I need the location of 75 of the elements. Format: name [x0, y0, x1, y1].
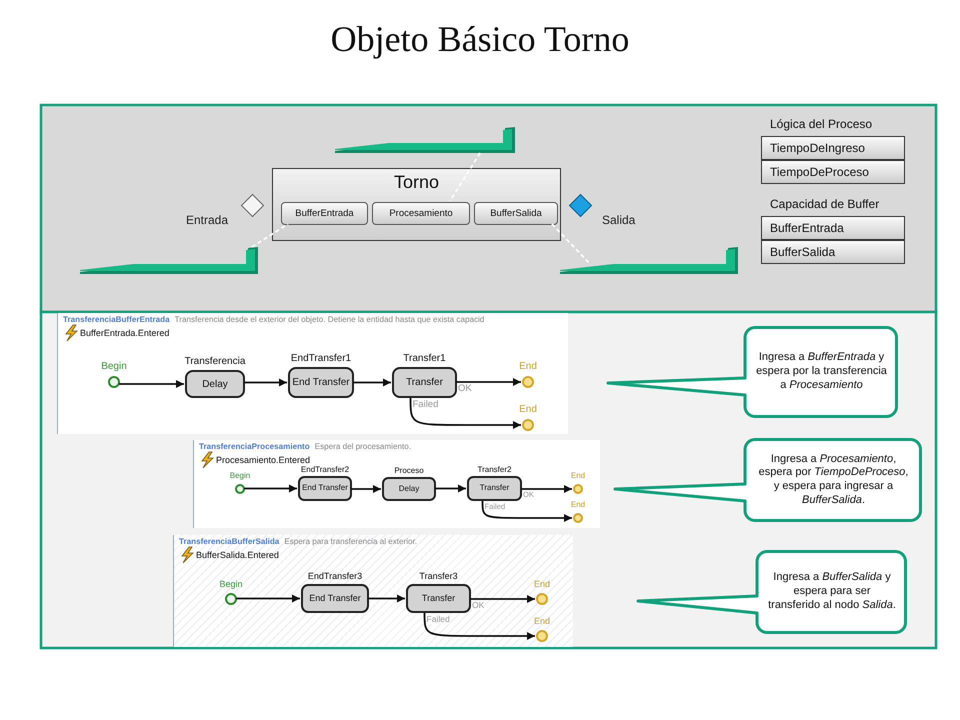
- step-box: End Transfer: [298, 476, 352, 501]
- flow-arrow: [470, 595, 535, 603]
- callout-text: Ingresa a BufferEntrada y espera por la transferencia a Procesamiento: [755, 351, 888, 393]
- step-name: EndTransfer1: [290, 353, 352, 364]
- flow-arrow: [351, 485, 381, 493]
- callout-text: Ingresa a BufferSalida y espera para ser transferido al nodo Salida.: [767, 571, 897, 613]
- process-name: TransferenciaProcesamiento: [199, 442, 310, 451]
- step-box: Transfer: [406, 584, 471, 613]
- callout-text: Ingresa a Procesamiento, espera por TiempoDeProceso, y espera para ingresar a BufferSalida.: [758, 452, 910, 508]
- flow-arrow: [244, 378, 287, 386]
- flow-arrow: [482, 501, 572, 522]
- node-label: Begin: [100, 360, 128, 372]
- node-label: End: [532, 616, 551, 626]
- node-label: Begin: [228, 471, 252, 480]
- process-panel: [193, 440, 600, 528]
- step-box: Delay: [382, 476, 436, 501]
- section-heading: Lógica del Proceso: [770, 117, 872, 131]
- step-box: End Transfer: [301, 584, 369, 613]
- trigger-event: Procesamiento.Entered: [216, 455, 310, 465]
- step-name: Transferencia: [184, 356, 246, 367]
- node-label: End: [570, 471, 586, 480]
- diagram-title: Objeto Básico Torno: [330, 18, 630, 60]
- step-name: Transfer2: [476, 464, 512, 474]
- process-description: Transferencia desde el exterior del objeto. Detiene la entidad hasta que exista capacid: [174, 315, 484, 324]
- dashed-link-line: [251, 223, 288, 248]
- dashed-link-line: [551, 223, 591, 265]
- object-title: Torno: [392, 172, 440, 193]
- node-label: Entrada: [186, 213, 228, 227]
- flow-arrow: [435, 484, 466, 492]
- flow-arrow: [410, 398, 521, 429]
- step-name: Transfer1: [402, 353, 447, 364]
- property-cell: BufferEntrada: [761, 216, 905, 240]
- step-box: Delay: [185, 370, 245, 398]
- trigger-event: BufferEntrada.Entered: [80, 328, 170, 338]
- step-name: EndTransfer3: [306, 571, 364, 582]
- step-name: Transfer3: [418, 571, 459, 582]
- node-label: Begin: [218, 578, 244, 589]
- section-heading: Capacidad de Buffer: [770, 197, 880, 211]
- node-label: End: [570, 500, 586, 510]
- dashed-link-line: [449, 152, 481, 202]
- flow-arrow: [368, 594, 405, 602]
- edge-label: Failed: [426, 614, 450, 624]
- flow-arrow: [521, 485, 572, 493]
- component-box: BufferEntrada: [281, 202, 368, 225]
- process-description: Espera para transferencia al exterior.: [284, 537, 418, 546]
- flow-arrow: [353, 378, 391, 386]
- node-label: Salida: [602, 213, 636, 227]
- property-cell: TiempoDeIngreso: [761, 136, 905, 160]
- step-name: EndTransfer2: [300, 464, 350, 474]
- process-name: TransferenciaBufferEntrada: [63, 315, 170, 324]
- node-label: End: [518, 360, 538, 372]
- edge-label: Failed: [412, 399, 438, 410]
- property-cell: TiempoDeProceso: [761, 160, 905, 184]
- flow-arrow: [244, 484, 297, 492]
- step-box: Transfer: [467, 476, 522, 501]
- step-name: Proceso: [393, 466, 425, 475]
- process-description: Espera del procesamiento.: [314, 442, 411, 451]
- object-box: [272, 168, 561, 241]
- flow-arrow: [119, 380, 184, 388]
- process-panel: [57, 313, 568, 434]
- edge-label: OK: [458, 383, 472, 394]
- flow-arrow: [456, 378, 521, 386]
- trigger-event: BufferSalida.Entered: [196, 550, 279, 560]
- edge-label: OK: [472, 600, 484, 610]
- component-box: Procesamiento: [372, 202, 470, 225]
- property-cell: BufferSalida: [761, 240, 905, 264]
- flow-arrow: [424, 613, 535, 640]
- step-box: Transfer: [392, 367, 457, 398]
- process-panel: [173, 535, 573, 647]
- flow-arrow: [236, 594, 300, 602]
- step-box: End Transfer: [288, 367, 354, 398]
- node-label: End: [518, 404, 538, 414]
- component-box: BufferSalida: [474, 202, 558, 225]
- node-label: End: [532, 578, 551, 589]
- process-name: TransferenciaBufferSalida: [179, 537, 280, 546]
